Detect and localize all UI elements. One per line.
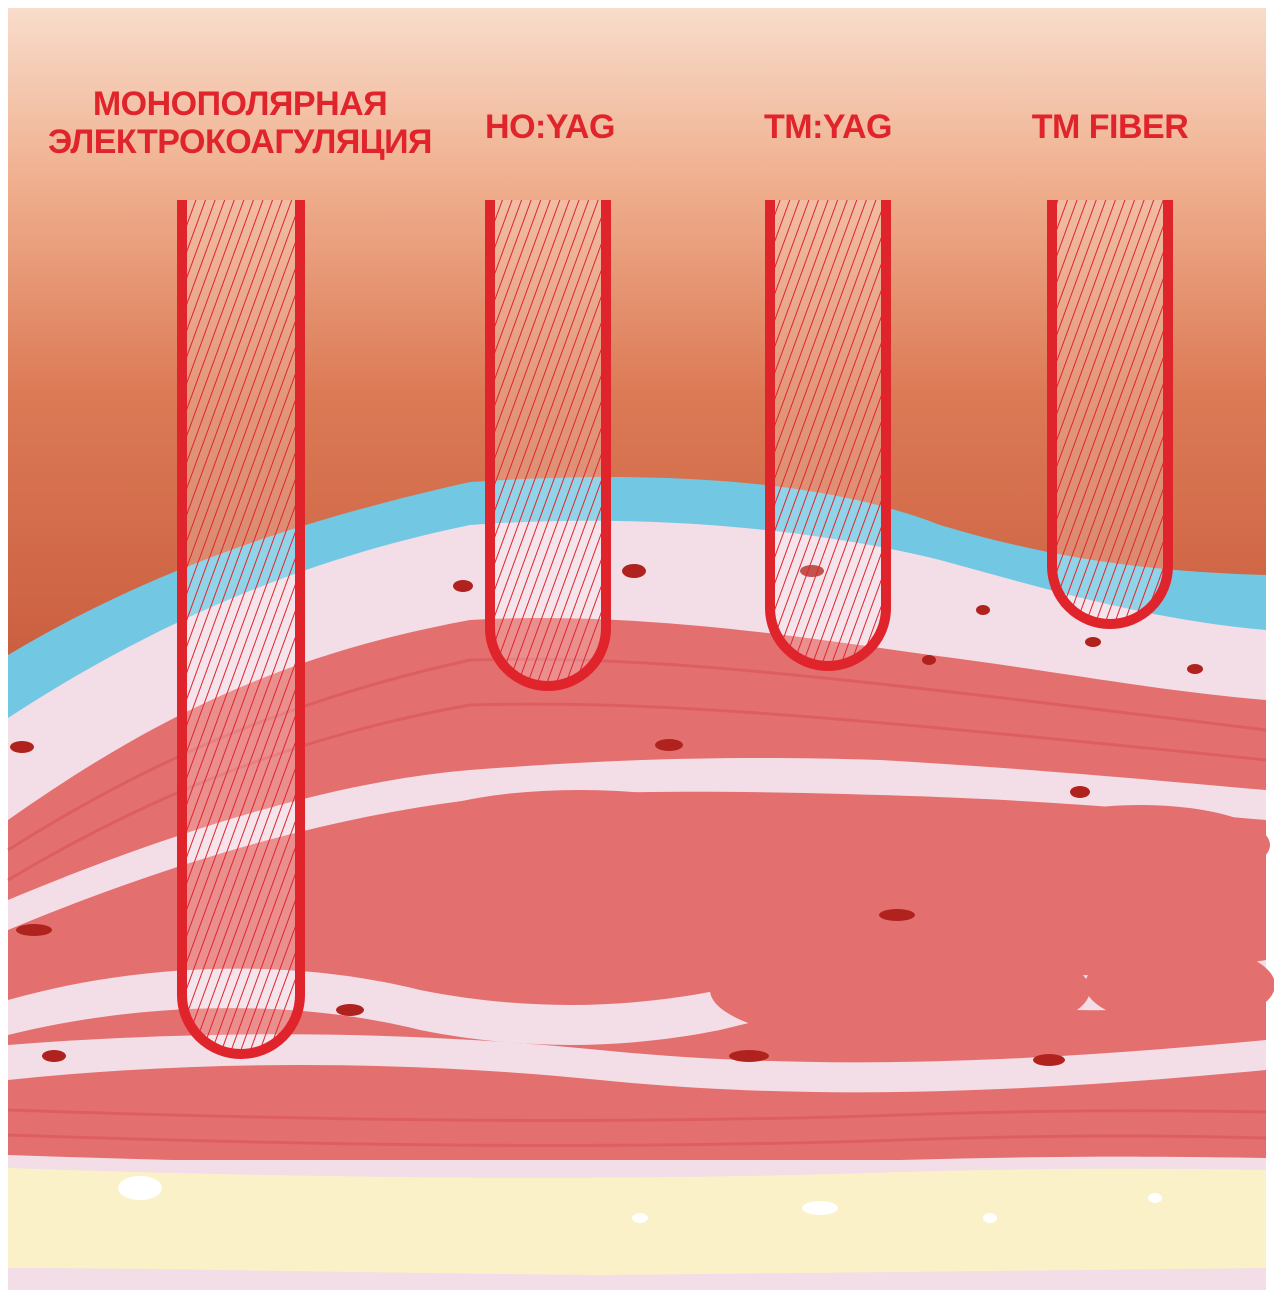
probe-tm-yag — [770, 200, 886, 666]
label-tm-fiber: TM FIBER — [1032, 108, 1189, 146]
probe-ho-yag — [490, 200, 606, 686]
label-monopolar-line2: ЭЛЕКТРОКОАГУЛЯЦИЯ — [48, 123, 432, 161]
label-monopolar-line1: МОНОПОЛЯРНАЯ — [93, 85, 387, 123]
label-tm-yag: TM:YAG — [764, 108, 892, 146]
probe-tm-fiber — [1052, 200, 1168, 624]
label-ho-yag: HO:YAG — [485, 108, 615, 146]
probe-monopolar — [182, 200, 300, 1054]
